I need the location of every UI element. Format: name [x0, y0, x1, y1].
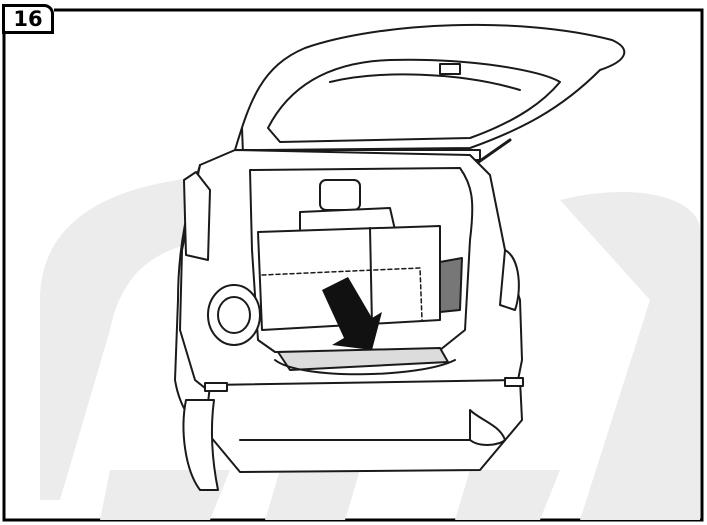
side-panel-trim: [440, 258, 462, 312]
tail-light-left: [208, 285, 260, 345]
headrest: [320, 180, 360, 210]
step-number-badge: 16: [2, 4, 54, 34]
reflector-right: [505, 378, 523, 386]
tailgate: [235, 25, 624, 150]
reflector-left: [205, 383, 227, 391]
tailgate-latch: [440, 64, 460, 74]
step-number: 16: [13, 7, 42, 31]
